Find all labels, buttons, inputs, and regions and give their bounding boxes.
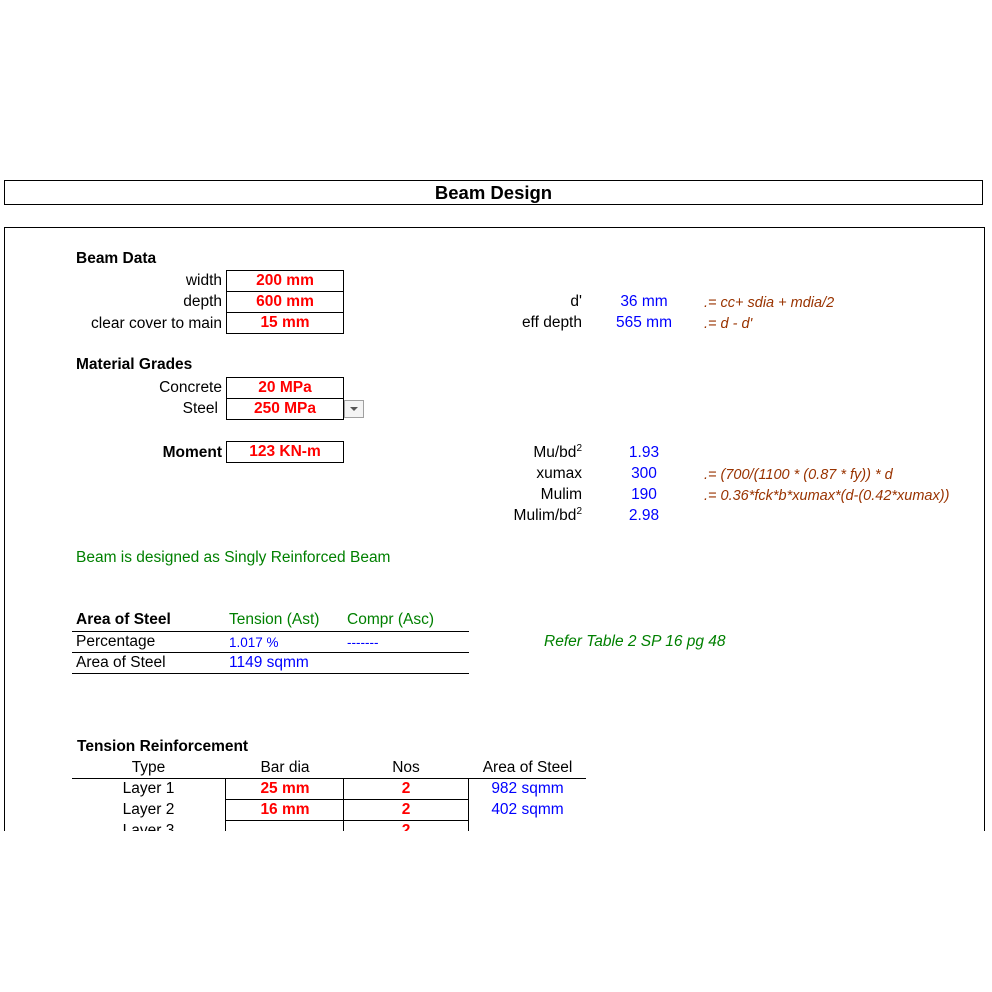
steel-select[interactable]: 250 MPa	[226, 398, 344, 420]
concrete-label: Concrete	[159, 379, 222, 396]
tension-reinforcement-heading: Tension Reinforcement	[77, 738, 249, 755]
nos-column-header: Nos	[392, 759, 420, 776]
percentage-compr-value: -------	[347, 635, 379, 650]
area-column-header: Area of Steel	[482, 759, 573, 776]
grid-line	[225, 820, 469, 821]
area-of-steel-label: Area of Steel	[76, 654, 166, 671]
depth-input[interactable]: 600 mm	[226, 291, 344, 313]
layer-1-type: Layer 1	[122, 780, 175, 797]
moment-input[interactable]: 123 KN-m	[226, 441, 344, 463]
layer-1-nos-input[interactable]: 2	[401, 780, 411, 797]
percentage-label: Percentage	[76, 633, 156, 650]
design-status-message: Beam is designed as Singly Reinforced Be…	[76, 549, 391, 566]
width-input[interactable]: 200 mm	[226, 270, 344, 292]
beam-data-heading: Beam Data	[76, 250, 157, 267]
compression-column-header: Compr (Asc)	[347, 611, 434, 628]
viewport-bottom-mask	[0, 831, 992, 992]
d-prime-value: 36 mm	[620, 293, 668, 310]
reference-note: Refer Table 2 SP 16 pg 48	[544, 633, 726, 650]
xumax-label: xumax	[536, 465, 582, 482]
mulimbd2-label: Mulim/bd2	[513, 505, 582, 524]
grid-line	[343, 778, 344, 838]
sheet-title: Beam Design	[4, 180, 983, 205]
xumax-formula: .= (700/(1100 * (0.87 * fy)) * d	[704, 467, 893, 483]
mulimbd2-value: 2.98	[628, 507, 660, 524]
layer-2-area-value: 402 sqmm	[491, 801, 564, 818]
mulim-formula: .= 0.36*fck*b*xumax*(d-(0.42*xumax))	[704, 488, 950, 504]
layer-2-type: Layer 2	[122, 801, 175, 818]
eff-depth-label: eff depth	[521, 314, 582, 331]
mubd2-value: 1.93	[628, 444, 660, 461]
reinforcement-header-rule	[72, 778, 586, 779]
layer-1-area-value: 982 sqmm	[491, 780, 564, 797]
mulim-label: Mulim	[540, 486, 582, 503]
grid-line	[468, 778, 469, 838]
tension-column-header: Tension (Ast)	[229, 611, 320, 628]
xumax-value: 300	[631, 465, 657, 482]
mulim-value: 190	[631, 486, 657, 503]
depth-label: depth	[183, 293, 222, 310]
percentage-tension-value: 1.017 %	[229, 635, 279, 650]
eff-depth-formula: .= d - d'	[704, 316, 753, 332]
area-table-bottom-rule	[72, 673, 469, 674]
eff-depth-value: 565 mm	[616, 314, 672, 331]
worksheet-area	[4, 227, 985, 847]
width-label: width	[185, 272, 222, 289]
steel-label: Steel	[182, 400, 218, 417]
area-table-header-rule	[72, 631, 469, 632]
type-column-header: Type	[131, 759, 166, 776]
area-tension-value: 1149 sqmm	[229, 654, 309, 671]
d-prime-formula: .= cc+ sdia + mdia/2	[704, 295, 835, 311]
area-of-steel-heading: Area of Steel	[76, 611, 171, 628]
layer-1-bar-dia-input[interactable]: 25 mm	[260, 780, 310, 797]
cover-label: clear cover to main	[91, 315, 222, 332]
material-grades-heading: Material Grades	[76, 356, 193, 373]
layer-2-nos-input[interactable]: 2	[401, 801, 411, 818]
concrete-input[interactable]: 20 MPa	[226, 377, 344, 399]
grid-line	[225, 778, 226, 838]
layer-3-nos-input[interactable]: 2	[344, 821, 468, 841]
steel-dropdown-arrow-icon[interactable]	[344, 400, 364, 418]
moment-label: Moment	[162, 444, 222, 461]
mubd2-label: Mu/bd2	[533, 442, 582, 461]
cover-input[interactable]: 15 mm	[226, 312, 344, 334]
layer-2-bar-dia-input[interactable]: 16 mm	[260, 801, 310, 818]
area-table-row-rule	[72, 652, 469, 653]
d-prime-label: d'	[570, 293, 582, 310]
bar-dia-column-header: Bar dia	[260, 759, 310, 776]
grid-line	[225, 799, 469, 800]
